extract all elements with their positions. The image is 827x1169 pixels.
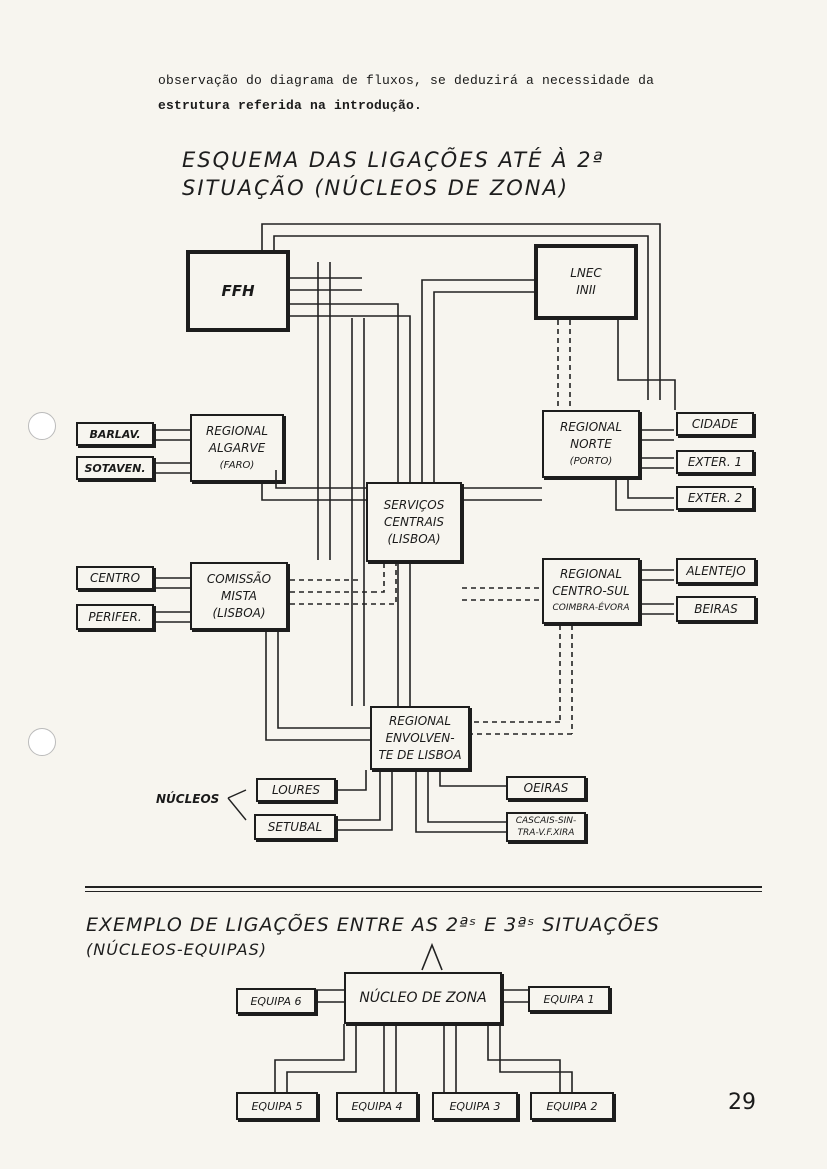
comissao-line2: MISTA bbox=[221, 588, 257, 603]
cascais-box: CASCAIS-SIN- TRA-V.F.XIRA bbox=[506, 812, 586, 842]
envolvente-line1: REGIONAL bbox=[388, 713, 452, 728]
servicos-line3: (LISBOA) bbox=[387, 531, 441, 546]
diagram1-title-line1: ESQUEMA DAS LIGAÇÕES ATÉ À 2ª bbox=[182, 148, 605, 172]
barlav-box: BARLAV. bbox=[76, 422, 154, 446]
exter2-label: EXTER. 2 bbox=[687, 490, 743, 505]
sotaven-label: SOTAVEN. bbox=[84, 461, 146, 475]
centro-sul-line1: REGIONAL bbox=[559, 566, 623, 581]
centro-sul-line3: COIMBRA-ÉVORA bbox=[552, 602, 630, 613]
centro-box: CENTRO bbox=[76, 566, 154, 590]
regional-envolvente-box: REGIONAL ENVOLVEN- TE DE LISBOA bbox=[370, 706, 470, 770]
regional-norte-line3: (PORTO) bbox=[569, 455, 613, 467]
beiras-label: BEIRAS bbox=[694, 601, 738, 616]
intro-line-1: observação do diagrama de fluxos, se ded… bbox=[158, 73, 655, 88]
equipa2-box: EQUIPA 2 bbox=[530, 1092, 614, 1120]
sotaven-box: SOTAVEN. bbox=[76, 456, 154, 480]
ffh-label: FFH bbox=[221, 281, 255, 300]
cidade-box: CIDADE bbox=[676, 412, 754, 436]
exter1-label: EXTER. 1 bbox=[687, 454, 743, 469]
equipa3-label: EQUIPA 3 bbox=[449, 1099, 501, 1113]
inii-label: INII bbox=[576, 283, 596, 297]
alentejo-label: ALENTEJO bbox=[686, 563, 746, 578]
centro-sul-line2: CENTRO-SUL bbox=[552, 583, 630, 598]
section-divider-1 bbox=[85, 886, 762, 888]
equipa5-label: EQUIPA 5 bbox=[251, 1099, 303, 1113]
diagram1-title-line2: SITUAÇÃO (NÚCLEOS DE ZONA) bbox=[182, 176, 570, 200]
exter2-box: EXTER. 2 bbox=[676, 486, 754, 510]
equipa4-box: EQUIPA 4 bbox=[336, 1092, 418, 1120]
servicos-line2: CENTRAIS bbox=[384, 514, 444, 529]
oeiras-box: OEIRAS bbox=[506, 776, 586, 800]
exter1-box: EXTER. 1 bbox=[676, 450, 754, 474]
loures-label: LOURES bbox=[271, 782, 321, 797]
loures-box: LOURES bbox=[256, 778, 336, 802]
regional-algarve-line3: (FARO) bbox=[219, 459, 255, 471]
equipa1-label: EQUIPA 1 bbox=[543, 992, 595, 1006]
nucleo-de-zona-box: NÚCLEO DE ZONA bbox=[344, 972, 502, 1024]
intro-line-2: estrutura referida na introdução. bbox=[158, 98, 423, 113]
comissao-mista-box: COMISSÃO MISTA (LISBOA) bbox=[190, 562, 288, 630]
setubal-box: SETUBAL bbox=[254, 814, 336, 840]
equipa6-label: EQUIPA 6 bbox=[250, 994, 302, 1008]
equipa5-box: EQUIPA 5 bbox=[236, 1092, 318, 1120]
regional-algarve-line1: REGIONAL bbox=[205, 423, 269, 438]
regional-norte-box: REGIONAL NORTE (PORTO) bbox=[542, 410, 640, 478]
diagram2-title-line2: (NÚCLEOS-EQUIPAS) bbox=[86, 940, 267, 959]
diagram2-title-line1: EXEMPLO DE LIGAÇÕES ENTRE AS 2ªˢ E 3ªˢ S… bbox=[86, 914, 660, 936]
regional-algarve-line2: ALGARVE bbox=[208, 440, 266, 455]
page-number: 29 bbox=[728, 1090, 756, 1115]
setubal-label: SETUBAL bbox=[267, 819, 323, 834]
intro-text: observação do diagrama de fluxos, se ded… bbox=[158, 68, 758, 118]
lnec-box: LNEC INII bbox=[534, 244, 638, 320]
perifer-label: PERIFER. bbox=[88, 609, 142, 624]
cascais-line2: TRA-V.F.XIRA bbox=[517, 828, 575, 838]
regional-centro-sul-box: REGIONAL CENTRO-SUL COIMBRA-ÉVORA bbox=[542, 558, 640, 624]
centro-label: CENTRO bbox=[89, 570, 141, 585]
perifer-box: PERIFER. bbox=[76, 604, 154, 630]
cidade-label: CIDADE bbox=[691, 416, 739, 431]
equipa6-box: EQUIPA 6 bbox=[236, 988, 316, 1014]
regional-algarve-box: REGIONAL ALGARVE (FARO) bbox=[190, 414, 284, 482]
lnec-label: LNEC bbox=[570, 266, 602, 280]
envolvente-line2: ENVOLVEN- bbox=[385, 730, 455, 745]
beiras-box: BEIRAS bbox=[676, 596, 756, 622]
envolvente-line3: TE DE LISBOA bbox=[378, 747, 462, 762]
servicos-line1: SERVIÇOS bbox=[383, 497, 445, 512]
equipa1-box: EQUIPA 1 bbox=[528, 986, 610, 1012]
barlav-label: BARLAV. bbox=[89, 427, 141, 441]
comissao-line1: COMISSÃO bbox=[206, 571, 272, 586]
equipa3-box: EQUIPA 3 bbox=[432, 1092, 518, 1120]
regional-norte-line2: NORTE bbox=[570, 436, 612, 451]
nucleos-label: NÚCLEOS bbox=[156, 792, 220, 806]
regional-norte-line1: REGIONAL bbox=[559, 419, 623, 434]
comissao-line3: (LISBOA) bbox=[212, 605, 266, 620]
cascais-line1: CASCAIS-SIN- bbox=[515, 816, 577, 826]
nucleo-de-zona-label: NÚCLEO DE ZONA bbox=[359, 989, 487, 1006]
punch-hole-bottom bbox=[28, 728, 56, 756]
servicos-centrais-box: SERVIÇOS CENTRAIS (LISBOA) bbox=[366, 482, 462, 562]
punch-hole-top bbox=[28, 412, 56, 440]
equipa4-label: EQUIPA 4 bbox=[351, 1099, 403, 1113]
section-divider-2 bbox=[85, 891, 762, 892]
oeiras-label: OEIRAS bbox=[523, 780, 569, 795]
equipa2-label: EQUIPA 2 bbox=[546, 1099, 598, 1113]
alentejo-box: ALENTEJO bbox=[676, 558, 756, 584]
ffh-box: FFH bbox=[186, 250, 290, 332]
